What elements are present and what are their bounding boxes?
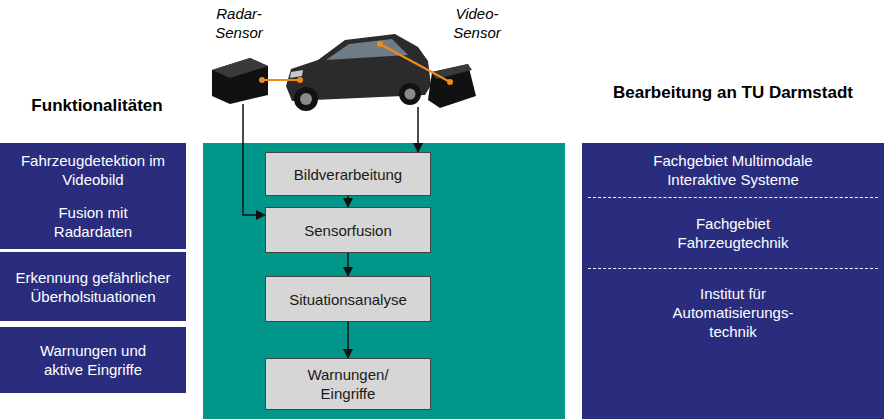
institution-entry: Institut für Automatisierungs- technik bbox=[588, 268, 878, 356]
leader-line bbox=[262, 79, 300, 81]
node-text: Fachgebiet Fahrzeugtechnik bbox=[647, 214, 819, 252]
radar-sensor: Radar- Sensor bbox=[206, 4, 272, 104]
process-box: Situationsanalyse bbox=[265, 276, 431, 322]
function-box: Erkennung gefährlicher Überholsituatione… bbox=[0, 252, 186, 321]
node-text: Fahrzeugdetektion im Videobild bbox=[7, 151, 179, 189]
video-housing bbox=[428, 64, 476, 108]
function-box: Fusion mit Radardaten bbox=[0, 195, 186, 249]
leader-dot bbox=[259, 77, 265, 83]
video-top bbox=[432, 64, 472, 79]
car-wheel bbox=[294, 87, 318, 111]
video-sensor-icon bbox=[428, 64, 476, 108]
process-box: Bildverarbeitung bbox=[265, 152, 431, 196]
car-wheel bbox=[399, 83, 421, 105]
node-text: Fusion mit Radardaten bbox=[33, 203, 153, 241]
car-window bbox=[326, 39, 408, 60]
car-headlight bbox=[290, 70, 303, 78]
flow-arrow bbox=[347, 322, 349, 358]
node-text: Video- Sensor bbox=[450, 4, 504, 42]
function-box: Fahrzeugdetektion im Videobild bbox=[0, 143, 186, 197]
radar-housing bbox=[212, 58, 268, 104]
column-heading: Funktionalitäten bbox=[8, 96, 186, 116]
node-text: Institut für Automatisierungs- technik bbox=[647, 284, 819, 341]
node-text: Fachgebiet Multimodale Interaktive Syste… bbox=[647, 151, 819, 189]
radar-sensor-icon bbox=[212, 58, 268, 104]
car-rim bbox=[405, 89, 416, 100]
node-text: Erkennung gefährlicher Überholsituatione… bbox=[5, 268, 181, 306]
node-text: Warnungen/ Eingriffe bbox=[293, 365, 403, 403]
institution-band: Bearbeitung an TU DarmstadtFachgebiet Mu… bbox=[582, 143, 884, 419]
process-box: Warnungen/ Eingriffe bbox=[265, 358, 431, 410]
node-text: Sensorfusion bbox=[304, 221, 392, 240]
node-text: Radar- Sensor bbox=[209, 4, 269, 42]
flow-arrow bbox=[347, 253, 349, 276]
car-drawing bbox=[286, 34, 431, 111]
process-box: Sensorfusion bbox=[265, 207, 431, 253]
function-box: Warnungen und aktive Eingriffe bbox=[0, 327, 186, 393]
leader-dot bbox=[447, 79, 453, 85]
sensor-leader-lines bbox=[259, 41, 453, 85]
leader-dot bbox=[377, 41, 383, 47]
institution-entry: Fachgebiet Multimodale Interaktive Syste… bbox=[582, 143, 884, 197]
node-text: Situationsanalyse bbox=[289, 290, 407, 309]
flow-arrow bbox=[347, 196, 349, 207]
band-heading: Bearbeitung an TU Darmstadt bbox=[603, 81, 863, 105]
car-rim bbox=[300, 93, 312, 105]
institution-entry: Fachgebiet Fahrzeugtechnik bbox=[588, 197, 878, 268]
flow-arrow bbox=[417, 107, 419, 152]
leader-line bbox=[380, 44, 450, 82]
video-sensor: Video- Sensor bbox=[408, 4, 504, 107]
node-text: Warnungen und aktive Eingriffe bbox=[31, 341, 156, 379]
node-text: Bildverarbeitung bbox=[294, 165, 402, 184]
flow-arrow bbox=[243, 104, 265, 215]
leader-dot bbox=[297, 77, 303, 83]
radar-top bbox=[212, 58, 268, 78]
